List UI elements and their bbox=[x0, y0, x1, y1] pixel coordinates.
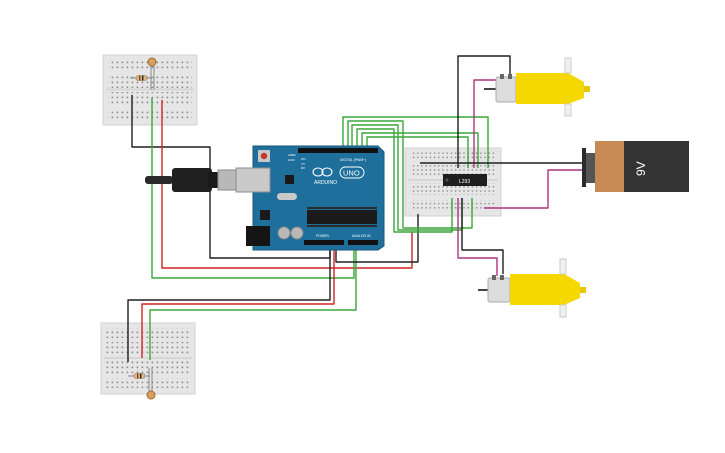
aref-label: AREF bbox=[288, 153, 296, 157]
wire-black-motor-bottom[interactable] bbox=[461, 198, 504, 274]
resistor-top[interactable] bbox=[130, 75, 152, 81]
driver-label: L293 bbox=[459, 179, 470, 185]
arduino-uno[interactable]: ARDUINO UNO DIGITAL (PWM~) ON TX RX AREF… bbox=[235, 145, 385, 251]
wire-green-bottom-a1[interactable] bbox=[149, 246, 357, 360]
analog-header[interactable] bbox=[348, 240, 378, 245]
board-brand: ARDUINO bbox=[314, 180, 337, 186]
usb-chip bbox=[285, 175, 294, 184]
crystal bbox=[277, 193, 297, 200]
power-header[interactable] bbox=[304, 240, 344, 245]
wire-magenta-battery[interactable] bbox=[484, 169, 582, 209]
voltage-regulator bbox=[260, 210, 270, 220]
board-model: UNO bbox=[343, 169, 360, 178]
wire-black-bottom-gnd[interactable] bbox=[127, 246, 331, 362]
photoresistor-top[interactable] bbox=[147, 57, 157, 90]
wire-green-d4[interactable] bbox=[356, 128, 453, 233]
breadboard-bottom-left[interactable] bbox=[100, 322, 196, 395]
wire-green-d5[interactable] bbox=[361, 132, 479, 168]
arduino-logo: ARDUINO UNO bbox=[312, 166, 365, 186]
on-label: ON bbox=[301, 157, 306, 161]
analog-label: ANALOG IN bbox=[352, 234, 371, 238]
gnd-label: GND bbox=[288, 158, 296, 162]
usb-jack bbox=[235, 167, 271, 193]
capacitor-2 bbox=[290, 226, 304, 240]
photoresistor-bottom[interactable] bbox=[146, 368, 156, 400]
wire-green-d1[interactable] bbox=[342, 116, 489, 168]
battery-label: 9V bbox=[634, 161, 648, 176]
rx-label: RX bbox=[301, 166, 305, 170]
usb-cable[interactable] bbox=[145, 168, 237, 192]
atmega-chip bbox=[307, 210, 377, 224]
power-jack bbox=[246, 226, 270, 246]
battery-9v[interactable]: 9V bbox=[582, 141, 689, 192]
digital-label: DIGITAL (PWM~) bbox=[340, 158, 366, 162]
wire-green-d2[interactable] bbox=[347, 120, 473, 229]
l293-driver[interactable]: L293 bbox=[443, 174, 487, 186]
dc-motor-bottom[interactable] bbox=[478, 258, 586, 318]
wire-red-bottom-5v[interactable] bbox=[141, 246, 335, 358]
capacitor-1 bbox=[277, 226, 291, 240]
wire-black-driver-gnd[interactable] bbox=[335, 214, 419, 263]
wire-green-d6[interactable] bbox=[366, 136, 469, 168]
dc-motor-top[interactable] bbox=[484, 57, 590, 117]
power-label: POWER bbox=[316, 234, 329, 238]
digital-header[interactable] bbox=[298, 148, 378, 153]
wire-green-top-a0[interactable] bbox=[151, 98, 355, 279]
wire-magenta-motor-bottom[interactable] bbox=[457, 198, 498, 276]
tx-label: TX bbox=[301, 162, 305, 166]
wire-magenta-motor-top[interactable] bbox=[473, 79, 504, 168]
resistor-bottom[interactable] bbox=[128, 373, 150, 379]
wire-black-motor-top[interactable] bbox=[457, 55, 511, 168]
